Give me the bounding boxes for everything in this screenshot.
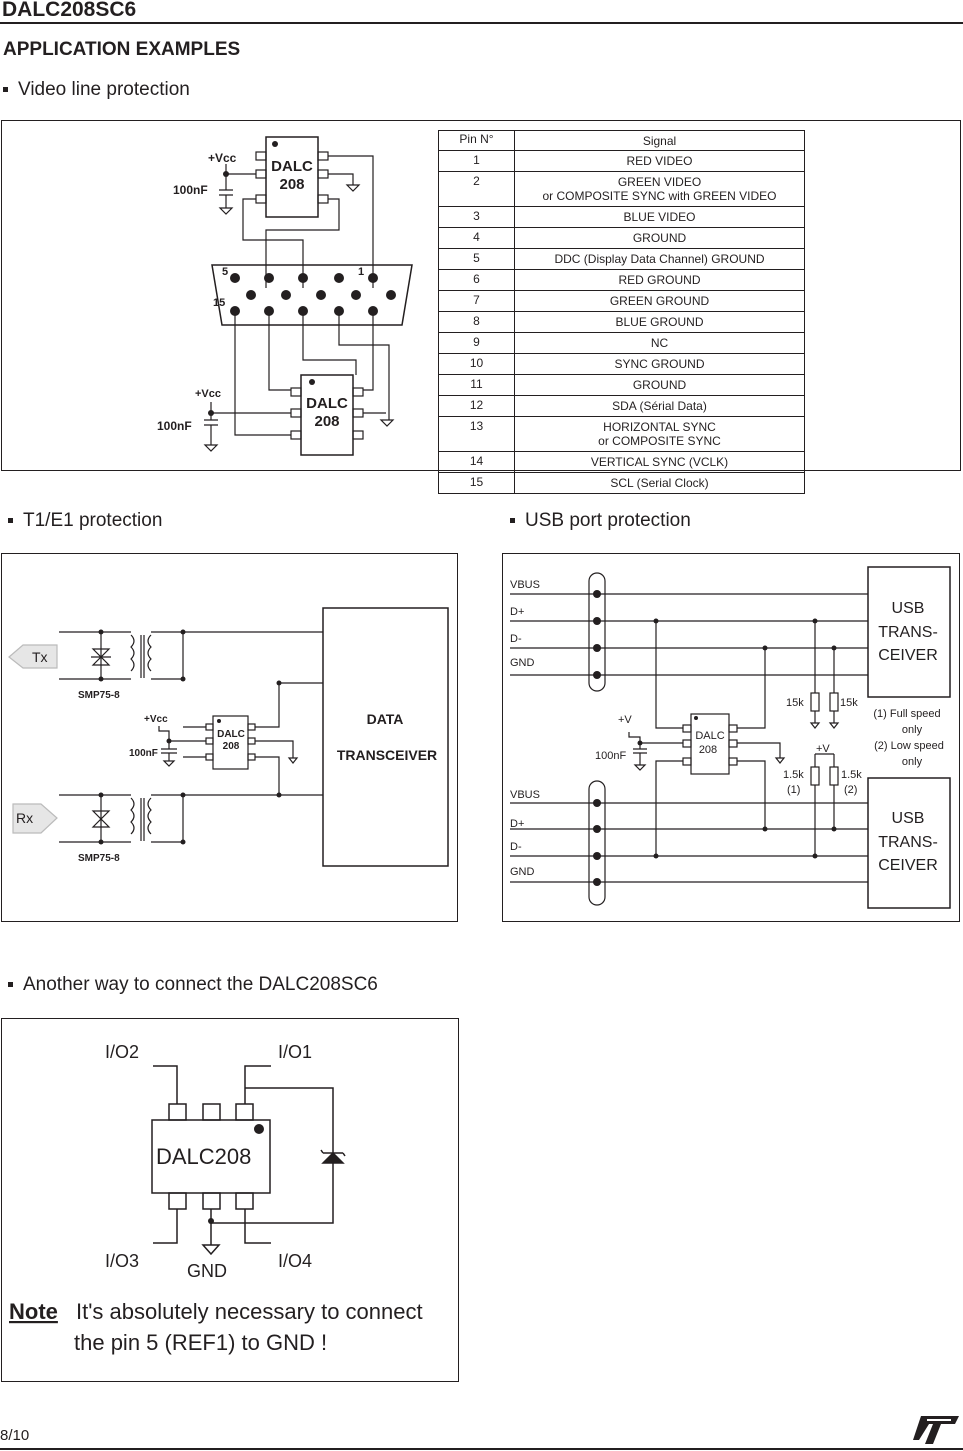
usb1-box-line1: USB: [892, 600, 925, 617]
bullet-icon: [3, 87, 8, 93]
smp-label-rx: SMP75-8: [78, 853, 120, 864]
transceiver-label-1: DATA: [367, 711, 404, 727]
bullet-icon: [8, 518, 13, 524]
usb1-vbus-label: VBUS: [510, 579, 540, 591]
video-heading: Video line protection: [3, 79, 190, 101]
plusv-label-2: +V: [816, 743, 830, 755]
io2-label: I/O2: [105, 1042, 139, 1062]
io3-label: I/O3: [105, 1251, 139, 1271]
footer-rule: [0, 1448, 963, 1450]
usb2-box-line3: CEIVER: [878, 857, 938, 874]
chip-label-2: 208: [699, 744, 717, 756]
usb2-dminus-label: D-: [510, 841, 522, 853]
io4-label: I/O4: [278, 1251, 312, 1271]
r1-5k-label-2: 1.5k: [841, 769, 862, 781]
header-rule: [0, 22, 963, 24]
conn-pin-1: 1: [358, 266, 364, 278]
page-number: 8/10: [0, 1427, 30, 1444]
cap-label: 100nF: [595, 750, 626, 762]
table-header-pin: Pin N°: [438, 130, 515, 151]
usb-panel: [502, 553, 960, 922]
gnd-label: GND: [187, 1261, 227, 1281]
table-header-row: Pin N° Signal: [438, 130, 805, 151]
usb2-box-line1: USB: [892, 810, 925, 827]
usb1-dplus-label: D+: [510, 606, 524, 618]
t1e1-schematic: Tx Rx SMP75-8 SMP75-8 +Vcc 100nF DALC 20…: [8, 607, 449, 867]
chip-label-1: DALC: [695, 730, 724, 742]
transceiver-label-2: TRANSCEIVER: [337, 747, 437, 763]
bullet-icon: [8, 982, 13, 988]
chip-label-bottom-1: DALC: [306, 395, 348, 412]
usb2-gnd-label: GND: [510, 866, 535, 878]
tx-label: Tx: [32, 649, 48, 665]
note2-line1: (2) Low speed: [874, 740, 944, 752]
t1e1-heading: T1/E1 protection: [8, 510, 162, 532]
note2-line2: only: [902, 756, 923, 768]
note-line1: It's absolutely necessary to connect: [76, 1299, 423, 1324]
bullet-icon: [510, 518, 515, 524]
r15k-label-1: 15k: [786, 697, 804, 709]
another-heading: Another way to connect the DALC208SC6: [8, 974, 378, 996]
another-panel: [1, 1018, 459, 1382]
vcc-label: +Vcc: [144, 714, 168, 725]
note-line2: the pin 5 (REF1) to GND !: [74, 1330, 327, 1355]
st-logo-icon: [913, 1416, 959, 1444]
note-label: Note: [9, 1299, 58, 1324]
note1-line1: (1) Full speed: [873, 708, 940, 720]
video-schematic: +Vcc 100nF DALC 208 5 1 15 +Vcc 100nF DA…: [157, 136, 413, 456]
chip-label-top-2: 208: [279, 176, 304, 193]
usb1-box-line3: CEIVER: [878, 647, 938, 664]
r1-5k-label-1: 1.5k: [783, 769, 804, 781]
r2-note-label: (2): [844, 784, 857, 796]
cap-label-bottom: 100nF: [157, 419, 192, 433]
chip-label: DALC208: [156, 1144, 251, 1169]
r15k-label-2: 15k: [840, 697, 858, 709]
conn-pin-15: 15: [213, 297, 225, 309]
another-schematic: I/O2 I/O1 I/O3 I/O4 GND DALC208 Note It'…: [9, 1042, 423, 1355]
usb1-gnd-label: GND: [510, 657, 535, 669]
table-header-signal: Signal: [514, 130, 805, 151]
chip-label-2: 208: [223, 741, 240, 752]
usb2-dplus-label: D+: [510, 818, 524, 830]
note1-line2: only: [902, 724, 923, 736]
document-part-number: DALC208SC6: [2, 0, 137, 21]
vcc-label-bottom: +Vcc: [195, 388, 221, 400]
usb1-box-line2: TRANS-: [878, 624, 938, 641]
smp-label-tx: SMP75-8: [78, 690, 120, 701]
chip-label-bottom-2: 208: [314, 413, 339, 430]
cap-label: 100nF: [129, 748, 158, 759]
conn-pin-5: 5: [222, 266, 228, 278]
cap-label-top: 100nF: [173, 183, 208, 197]
section-title: APPLICATION EXAMPLES: [3, 39, 241, 60]
vcc-label-top: +Vcc: [208, 151, 237, 165]
t1e1-panel: [1, 553, 458, 922]
usb-heading: USB port protection: [510, 510, 691, 532]
rx-label: Rx: [16, 810, 33, 826]
plusv-label: +V: [618, 714, 632, 726]
usb2-box-line2: TRANS-: [878, 834, 938, 851]
usb2-vbus-label: VBUS: [510, 789, 540, 801]
r1-note-label: (1): [787, 784, 800, 796]
io1-label: I/O1: [278, 1042, 312, 1062]
chip-label-top-1: DALC: [271, 158, 313, 175]
chip-label-1: DALC: [217, 729, 245, 740]
usb1-dminus-label: D-: [510, 633, 522, 645]
usb-schematic: VBUS D+ D- GND VBUS D+ D- GND USB TRANS-…: [510, 566, 951, 909]
